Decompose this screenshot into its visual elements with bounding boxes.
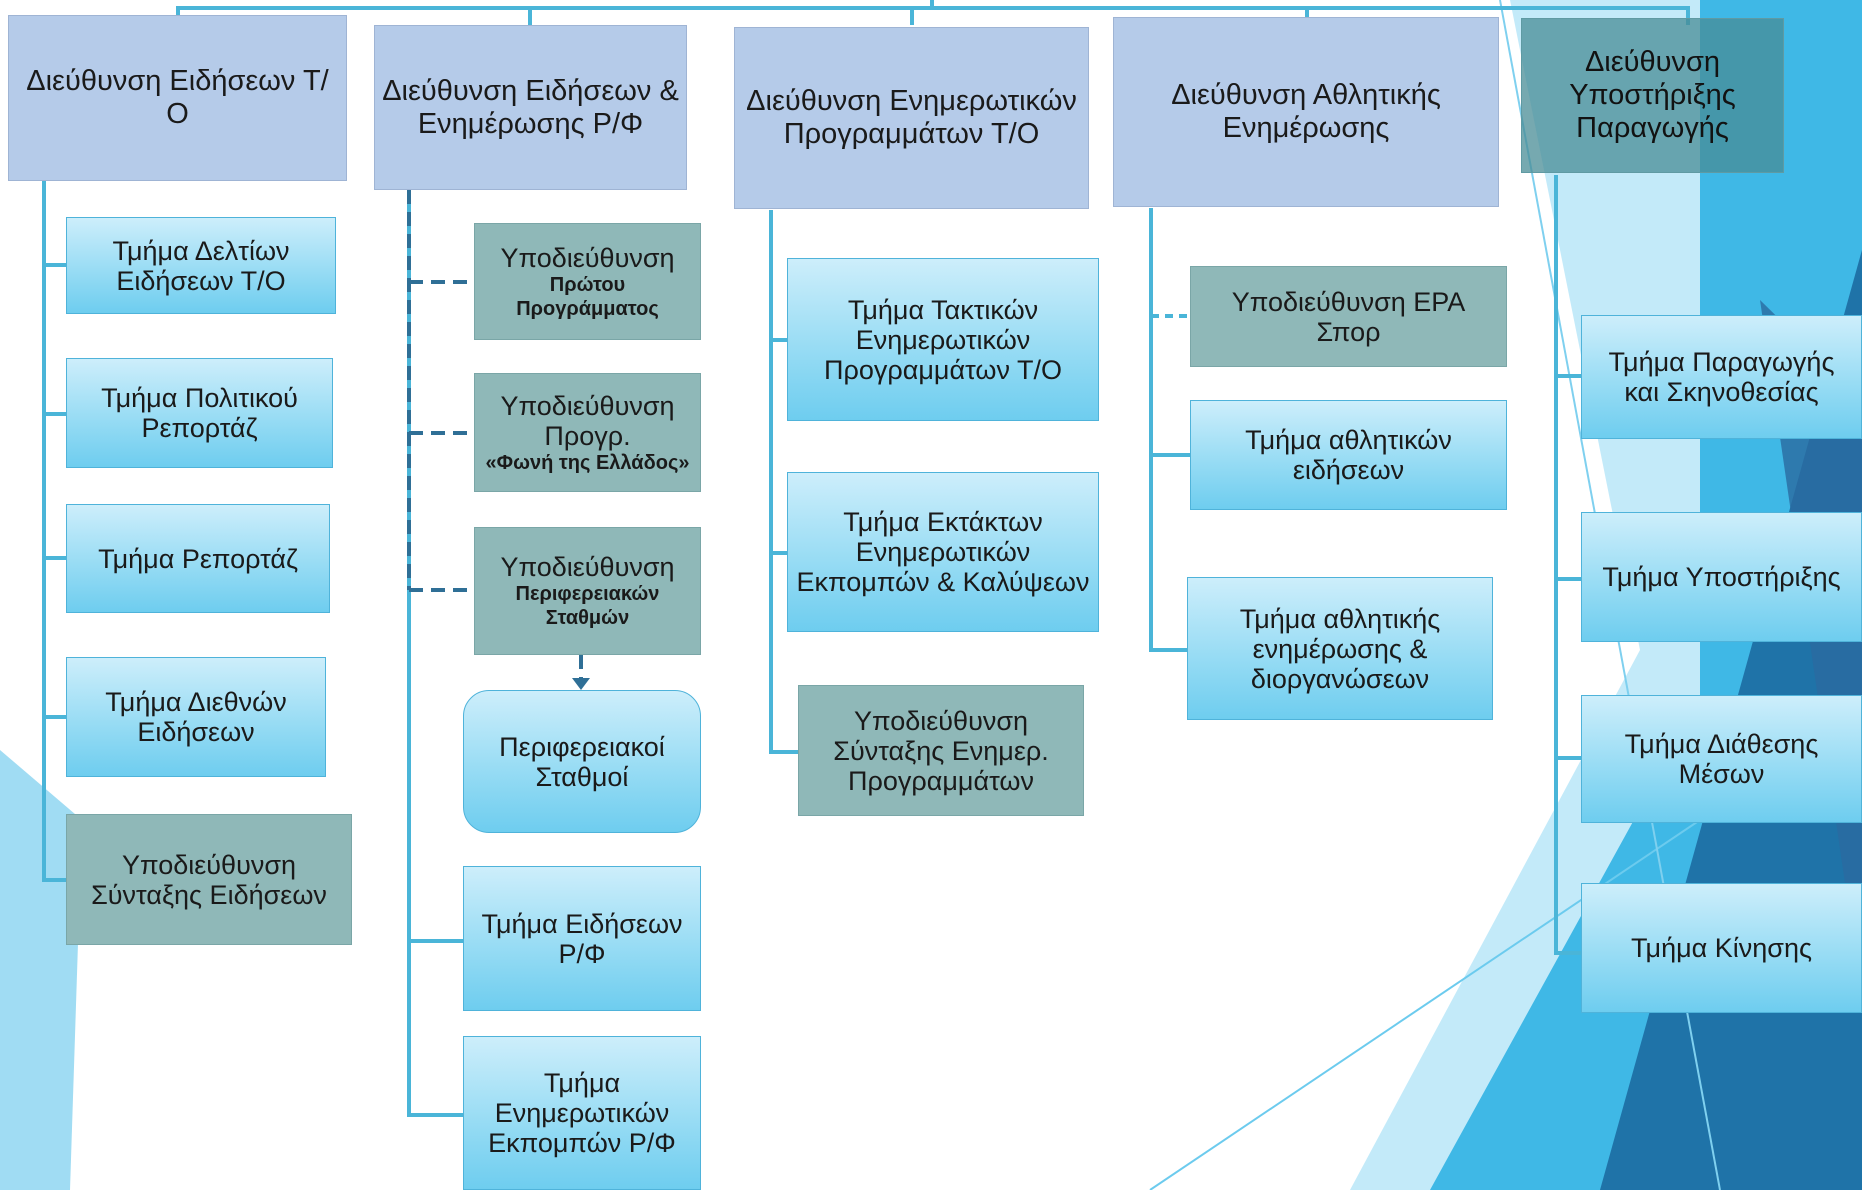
dept-info-broadcasts-radio: Τμήμα Ενημερωτικών Εκπομπών Ρ/Φ	[463, 1036, 701, 1190]
dept-label: Τμήμα Κίνησης	[1631, 933, 1812, 963]
subdir-regional-stations: Υποδιεύθυνση Περιφερειακών Σταθμών	[474, 527, 701, 655]
subdir-news-editing: Υποδιεύθυνση Σύνταξης Ειδήσεων	[66, 814, 352, 945]
dept-news-radio: Τμήμα Ειδήσεων Ρ/Φ	[463, 866, 701, 1011]
subdir-label-bold: Πρώτου Προγράμματος	[516, 273, 659, 320]
dept-movement: Τμήμα Κίνησης	[1581, 883, 1862, 1013]
dept-label: Τμήμα Ρεπορτάζ	[98, 543, 298, 574]
dept-political-reporting: Τμήμα Πολιτικού Ρεπορτάζ	[66, 358, 333, 468]
dept-label: Τμήμα Πολιτικού Ρεπορτάζ	[101, 383, 298, 443]
dept-label: Τμήμα Τακτικών Ενημερωτικών Προγραμμάτων…	[824, 294, 1062, 385]
dept-label: Τμήμα Υποστήριξης	[1602, 562, 1841, 592]
left-accent-shape	[0, 750, 82, 1190]
dept-label: Τμήμα Δελτίων Ειδήσεων Τ/Ο	[112, 235, 290, 296]
dept-international-news: Τμήμα Διεθνών Ειδήσεων	[66, 657, 326, 777]
subdir-label: Υποδιεύθυνση Προγρ.	[500, 390, 675, 451]
directorate-news-radio: Διεύθυνση Ειδήσεων & Ενημέρωσης Ρ/Φ	[374, 25, 687, 190]
subdir-label: Υποδιεύθυνση	[500, 552, 675, 582]
node-label: Περιφερειακοί Σταθμοί	[499, 731, 665, 792]
directorate-title: Διεύθυνση Αθλητικής Ενημέρωσης	[1171, 79, 1441, 144]
dept-label: Τμήμα Εκτάκτων Ενημερωτικών Εκπομπών & Κ…	[796, 507, 1090, 597]
dept-media-allocation: Τμήμα Διάθεσης Μέσων	[1581, 695, 1862, 823]
decor-line	[1149, 819, 1701, 1190]
arrow-down-icon	[572, 678, 590, 690]
col5-trunk	[1554, 175, 1581, 955]
subdir-label-bold: Περιφερειακών Σταθμών	[515, 583, 660, 629]
subdir-label: Υποδιεύθυνση Σύνταξης Ειδήσεων	[91, 849, 327, 910]
subdir-voice-of-greece: Υποδιεύθυνση Προγρ. «Φωνή της Ελλάδος»	[474, 373, 701, 492]
subdir-label: Υποδιεύθυνση ΕΡΑ Σπορ	[1231, 286, 1466, 347]
subdir-first-program: Υποδιεύθυνση Πρώτου Προγράμματος	[474, 223, 701, 340]
directorate-sports: Διεύθυνση Αθλητικής Ενημέρωσης	[1113, 17, 1499, 207]
directorate-news-tv: Διεύθυνση Ειδήσεων Τ/Ο	[8, 15, 347, 181]
dept-label: Τμήμα Ενημερωτικών Εκπομπών Ρ/Φ	[488, 1068, 676, 1158]
col3-trunk	[769, 210, 798, 754]
dept-label: Τμήμα Διεθνών Ειδήσεων	[105, 687, 287, 747]
dept-emergency-info-broadcasts: Τμήμα Εκτάκτων Ενημερωτικών Εκπομπών & Κ…	[787, 472, 1099, 632]
dept-sports-info-events: Τμήμα αθλητικής ενημέρωσης & διοργανώσεω…	[1187, 577, 1493, 720]
dept-regular-info-programs-tv: Τμήμα Τακτικών Ενημερωτικών Προγραμμάτων…	[787, 258, 1099, 421]
col2-trunk	[407, 190, 463, 1117]
subdir-label-bold: «Φωνή της Ελλάδος»	[485, 451, 690, 474]
dept-label: Τμήμα Ειδήσεων Ρ/Φ	[481, 908, 683, 969]
col4-trunk	[1149, 208, 1187, 652]
directorate-title: Διεύθυνση Ειδήσεων Τ/Ο	[26, 65, 329, 130]
subdir-label: Υποδιεύθυνση	[500, 242, 675, 273]
dept-news-bulletins-tv: Τμήμα Δελτίων Ειδήσεων Τ/Ο	[66, 217, 336, 314]
dept-label: Τμήμα αθλητικής ενημέρωσης & διοργανώσεω…	[1239, 603, 1441, 694]
right-accent-shape-deep	[1760, 300, 1862, 1000]
regional-stations-node: Περιφερειακοί Σταθμοί	[463, 690, 701, 833]
dept-label: Τμήμα Παραγωγής και Σκηνοθεσίας	[1608, 347, 1835, 407]
dept-reporting: Τμήμα Ρεπορτάζ	[66, 504, 330, 613]
dept-label: Τμήμα αθλητικών ειδήσεων	[1245, 425, 1452, 485]
directorate-title: Διεύθυνση Υποστήριξης Παραγωγής	[1569, 46, 1736, 144]
directorate-production-support: Διεύθυνση Υποστήριξης Παραγωγής	[1521, 18, 1784, 173]
directorate-title: Διεύθυνση Ειδήσεων & Ενημέρωσης Ρ/Φ	[382, 74, 679, 140]
directorate-title: Διεύθυνση Ενημερωτικών Προγραμμάτων Τ/Ο	[746, 85, 1077, 150]
dept-support: Τμήμα Υποστήριξης	[1581, 512, 1862, 642]
subdir-info-programs-editing: Υποδιεύθυνση Σύνταξης Ενημερ. Προγραμμάτ…	[798, 685, 1084, 816]
subdir-era-sport: Υποδιεύθυνση ΕΡΑ Σπορ	[1190, 266, 1507, 367]
dept-sports-news: Τμήμα αθλητικών ειδήσεων	[1190, 400, 1507, 510]
dept-label: Τμήμα Διάθεσης Μέσων	[1624, 729, 1819, 789]
directorate-info-programs-tv: Διεύθυνση Ενημερωτικών Προγραμμάτων Τ/Ο	[734, 27, 1089, 209]
subdir-label: Υποδιεύθυνση Σύνταξης Ενημερ. Προγραμμάτ…	[833, 705, 1049, 796]
col1-trunk	[42, 180, 66, 882]
dept-production-directing: Τμήμα Παραγωγής και Σκηνοθεσίας	[1581, 315, 1862, 439]
